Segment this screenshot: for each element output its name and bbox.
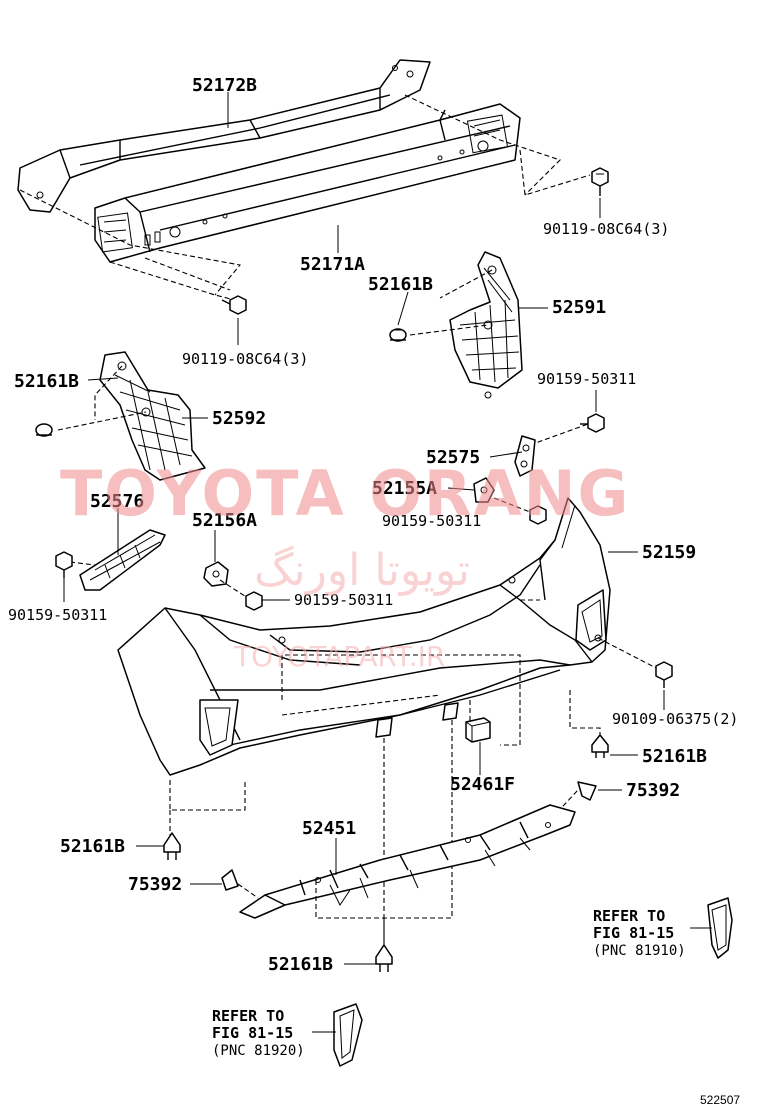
label-90119-lower: 90119-08C64(3) <box>182 350 308 368</box>
retainer-52576 <box>79 529 166 591</box>
refer-right-line1: REFER TO <box>593 907 665 925</box>
energy-absorber-52172B <box>17 59 431 213</box>
label-52576: 52576 <box>90 491 144 512</box>
figure-code: 522507 <box>700 1093 740 1107</box>
label-90159-center: 90159-50311 <box>382 512 481 530</box>
label-52161B-left: 52161B <box>14 371 79 392</box>
label-leaders <box>63 92 712 1033</box>
bolt-90119-upper-icon <box>591 167 609 196</box>
part-labels: 52172B 52171A 90119-08C64(3) 90119-08C64… <box>8 75 740 1107</box>
leader-52155A <box>493 497 531 513</box>
leader-52591-top <box>439 269 493 299</box>
clip-52161B-right-icon <box>591 734 609 758</box>
label-52461F: 52461F <box>450 774 515 795</box>
leader-52591-clip <box>409 324 489 336</box>
diffuser-leaders <box>315 880 453 945</box>
watermark-persian: تویوتا اورنگ <box>254 545 470 596</box>
refer-left-line1: REFER TO <box>212 1007 284 1025</box>
retainer-52575 <box>514 435 536 477</box>
label-90159-right: 90159-50311 <box>537 370 636 388</box>
label-52161B-upper: 52161B <box>368 274 433 295</box>
bumper-reinforcement-52171A <box>94 103 521 263</box>
clip-75392-right-icon <box>577 781 597 801</box>
refer-left-line3: (PNC 81920) <box>212 1043 305 1059</box>
label-52591: 52591 <box>552 297 606 318</box>
pad-52461F <box>465 717 491 743</box>
reflector-81910-icon <box>707 897 733 959</box>
bolt-90109-icon <box>655 661 673 688</box>
watermark-brand: TOYOTA ORANG <box>60 457 630 530</box>
clip-52161B-bottom-icon <box>375 944 393 972</box>
label-52161B-right: 52161B <box>642 746 707 767</box>
label-90159-mid: 90159-50311 <box>294 591 393 609</box>
label-52592: 52592 <box>212 408 266 429</box>
label-90159-left: 90159-50311 <box>8 606 107 624</box>
leader-52576 <box>69 561 96 566</box>
clip-52156A <box>203 561 229 587</box>
label-52172B: 52172B <box>192 75 257 96</box>
refer-left-line2: FIG 81-15 <box>212 1024 293 1042</box>
leader-52592-top <box>94 365 123 420</box>
bolt-90119-lower-icon <box>221 295 247 315</box>
beam-mount-leaders <box>19 94 591 301</box>
leader-75392-right <box>551 789 579 819</box>
leader-52156A <box>219 579 249 599</box>
label-52161B-bottom: 52161B <box>268 954 333 975</box>
bumper-bracket-52592 <box>99 351 206 481</box>
screw-90159-left-icon <box>55 551 73 578</box>
leader-75392-left <box>237 883 259 899</box>
label-52575: 52575 <box>426 447 480 468</box>
label-75392-left: 75392 <box>128 874 182 895</box>
label-75392-right: 75392 <box>626 780 680 801</box>
bumper-cover-leaders <box>169 599 661 945</box>
label-52171A: 52171A <box>300 254 365 275</box>
leader-52575 <box>529 423 589 446</box>
label-52161B-lower-left: 52161B <box>60 836 125 857</box>
bumper-bracket-52591 <box>449 251 523 399</box>
screw-90159-right-icon <box>580 413 605 433</box>
label-52156A: 52156A <box>192 510 257 531</box>
leader-52592-clip <box>57 411 147 431</box>
clip-52161B-lower-left-icon <box>163 832 181 860</box>
clip-52155A <box>473 477 495 503</box>
bumper-cover-52159 <box>117 497 611 776</box>
lower-diffuser-52451 <box>239 804 576 919</box>
watermark: TOYOTA ORANG تویوتا اورنگ TOYOTAPART.IR <box>60 457 630 673</box>
reflector-81920-icon <box>333 1003 363 1067</box>
refer-right-line3: (PNC 81910) <box>593 943 686 959</box>
screw-90159-center-icon <box>529 505 547 525</box>
label-90119-upper: 90119-08C64(3) <box>543 220 669 238</box>
label-52159: 52159 <box>642 542 696 563</box>
label-52155A: 52155A <box>372 478 437 499</box>
screw-90159-mid-icon <box>245 591 263 611</box>
label-52451: 52451 <box>302 818 356 839</box>
clip-75392-left-icon <box>221 869 239 891</box>
watermark-site: TOYOTAPART.IR <box>233 640 445 673</box>
clip-52161B-upper-icon <box>389 328 407 342</box>
label-90109: 90109-06375(2) <box>612 710 738 728</box>
refer-right-line2: FIG 81-15 <box>593 924 674 942</box>
clip-52161B-left-icon <box>35 423 53 437</box>
